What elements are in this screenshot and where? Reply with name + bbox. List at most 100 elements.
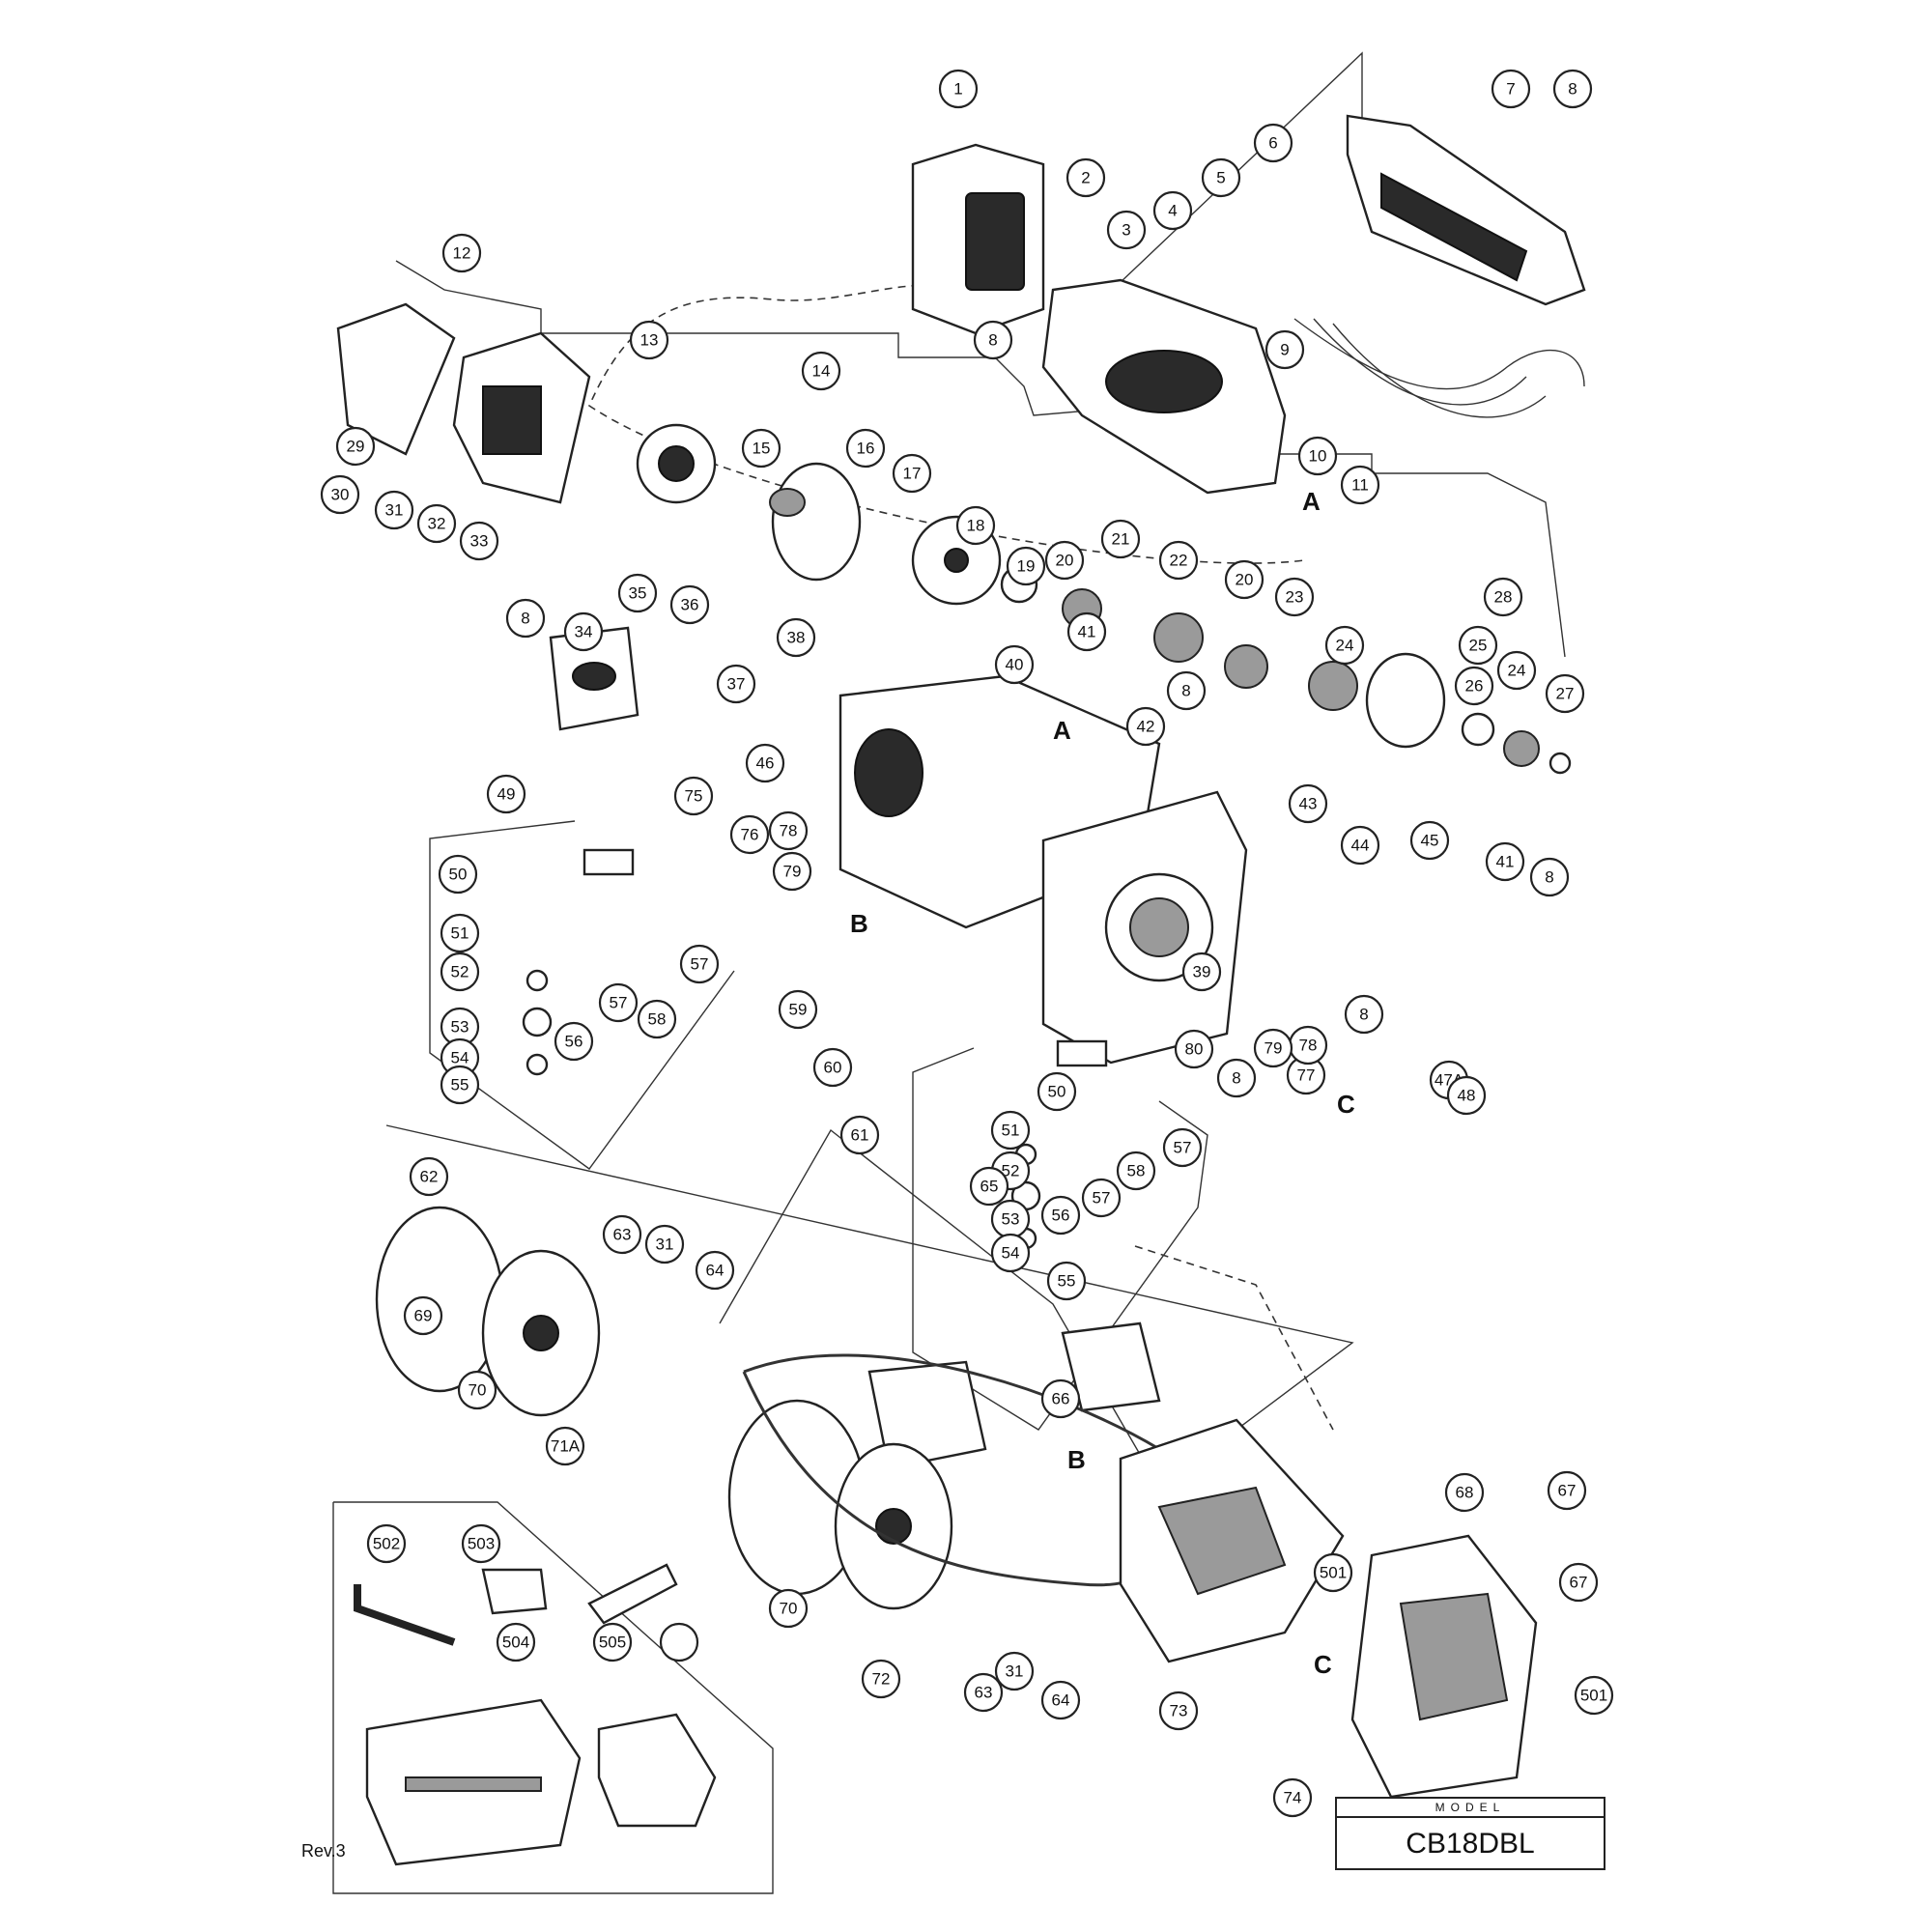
- callout-29: 29: [335, 426, 376, 467]
- callout-label: 78: [780, 822, 798, 840]
- callout-label: 38: [787, 629, 806, 647]
- callout-10: 10: [1297, 436, 1338, 476]
- callout-label: 65: [980, 1178, 999, 1196]
- callout-31: 31: [644, 1224, 685, 1264]
- callout-label: 8: [1232, 1069, 1240, 1088]
- callout-label: 76: [741, 826, 759, 844]
- callout-75: 75: [673, 776, 714, 816]
- callout-57: 57: [1081, 1178, 1122, 1218]
- callout-label: 70: [780, 1600, 798, 1618]
- part-accessories: [354, 1563, 717, 1866]
- callout-label: 8: [1359, 1006, 1368, 1024]
- callout-label: 501: [1580, 1687, 1607, 1705]
- callout-label: 61: [851, 1126, 869, 1145]
- callout-label: 13: [640, 331, 659, 350]
- callout-label: 53: [1002, 1210, 1020, 1229]
- callout-58: 58: [637, 999, 677, 1039]
- callout-76: 76: [729, 814, 770, 855]
- callout-17: 17: [892, 453, 932, 494]
- callout-label: 505: [599, 1634, 626, 1652]
- callout-8: 8: [1344, 994, 1384, 1035]
- callout-label: 54: [1002, 1244, 1020, 1263]
- callout-14: 14: [801, 351, 841, 391]
- callout-54: 54: [990, 1233, 1031, 1273]
- callout-28: 28: [1483, 577, 1523, 617]
- callout-27: 27: [1545, 673, 1585, 714]
- callout-label: 11: [1351, 476, 1369, 495]
- callout-3: 3: [1106, 210, 1147, 250]
- callout-label: 7: [1506, 80, 1515, 99]
- callout-label: 63: [975, 1684, 993, 1702]
- callout-label: 31: [385, 501, 404, 520]
- callout-label: 50: [1048, 1083, 1066, 1101]
- part-blade-guide-assemblies: [522, 848, 1108, 1250]
- callout-60: 60: [812, 1047, 853, 1088]
- callout-label: 20: [1236, 571, 1254, 589]
- callout-41: 41: [1066, 611, 1107, 652]
- callout-label: 25: [1469, 637, 1488, 655]
- callout-1: 1: [938, 69, 979, 109]
- callout-label: 19: [1017, 557, 1036, 576]
- callout-label: 64: [1052, 1691, 1070, 1710]
- callout-label: 53: [451, 1018, 469, 1037]
- callout-30: 30: [320, 474, 360, 515]
- callout-label: 66: [1052, 1390, 1070, 1408]
- callout-5: 5: [1201, 157, 1241, 198]
- callout-label: 501: [1320, 1564, 1347, 1582]
- part-battery-pack: [911, 143, 1045, 335]
- callout-label: 33: [470, 532, 489, 551]
- revision-note: Rev.3: [301, 1841, 346, 1861]
- callout-44: 44: [1340, 825, 1380, 866]
- callout-9: 9: [1264, 329, 1305, 370]
- callout-8: 8: [1216, 1058, 1257, 1098]
- callout-label: 17: [903, 465, 922, 483]
- callout-11: 11: [1340, 465, 1380, 505]
- callout-56: 56: [554, 1021, 594, 1062]
- callout-64: 64: [1040, 1680, 1081, 1720]
- callout-label: 58: [1127, 1162, 1146, 1180]
- callout-68: 68: [1444, 1472, 1485, 1513]
- callout-label: 9: [1280, 341, 1289, 359]
- callout-label: 71A: [551, 1437, 581, 1456]
- callout-69: 69: [403, 1295, 443, 1336]
- reference-letter-a-lower: A: [1053, 716, 1071, 745]
- callout-46: 46: [745, 743, 785, 783]
- callout-label: 34: [575, 623, 593, 641]
- callout-51: 51: [440, 913, 480, 953]
- callout-label: 18: [967, 517, 985, 535]
- callout-label: 503: [468, 1535, 495, 1553]
- callout-label: 56: [565, 1033, 583, 1051]
- callout-label: 12: [453, 244, 471, 263]
- callout-label: 4: [1168, 202, 1177, 220]
- callout-16: 16: [845, 428, 886, 469]
- callout-label: 59: [789, 1001, 808, 1019]
- callout-label: 50: [449, 866, 468, 884]
- callout-8: 8: [1166, 670, 1207, 711]
- callout-label: 43: [1299, 795, 1318, 813]
- callout-label: 79: [1264, 1039, 1283, 1058]
- callout-79: 79: [1253, 1028, 1293, 1068]
- reference-letter-c-upper: C: [1337, 1090, 1355, 1119]
- callout-label: 44: [1351, 837, 1370, 855]
- callout-label: 1: [953, 80, 962, 99]
- callout-label: 35: [629, 584, 647, 603]
- callout-39: 39: [1181, 952, 1222, 992]
- callout-label: 56: [1052, 1207, 1070, 1225]
- model-number: CB18DBL: [1406, 1828, 1535, 1860]
- callout-77: 77: [1286, 1055, 1326, 1095]
- callout-label: 41: [1078, 623, 1096, 641]
- callout-label: 64: [706, 1262, 724, 1280]
- callout-label: 23: [1286, 588, 1304, 607]
- callout-label: 62: [420, 1168, 439, 1186]
- callout-40: 40: [994, 644, 1035, 685]
- callout-label: 36: [681, 596, 699, 614]
- callout-label: 54: [451, 1049, 469, 1067]
- callout-label: 60: [824, 1059, 842, 1077]
- callout-501: 501: [1313, 1552, 1353, 1593]
- callout-label: 502: [373, 1535, 400, 1553]
- callout-42: 42: [1125, 706, 1166, 747]
- callout-label: 21: [1112, 530, 1130, 549]
- callout-label: 75: [685, 787, 703, 806]
- callout-49: 49: [486, 774, 526, 814]
